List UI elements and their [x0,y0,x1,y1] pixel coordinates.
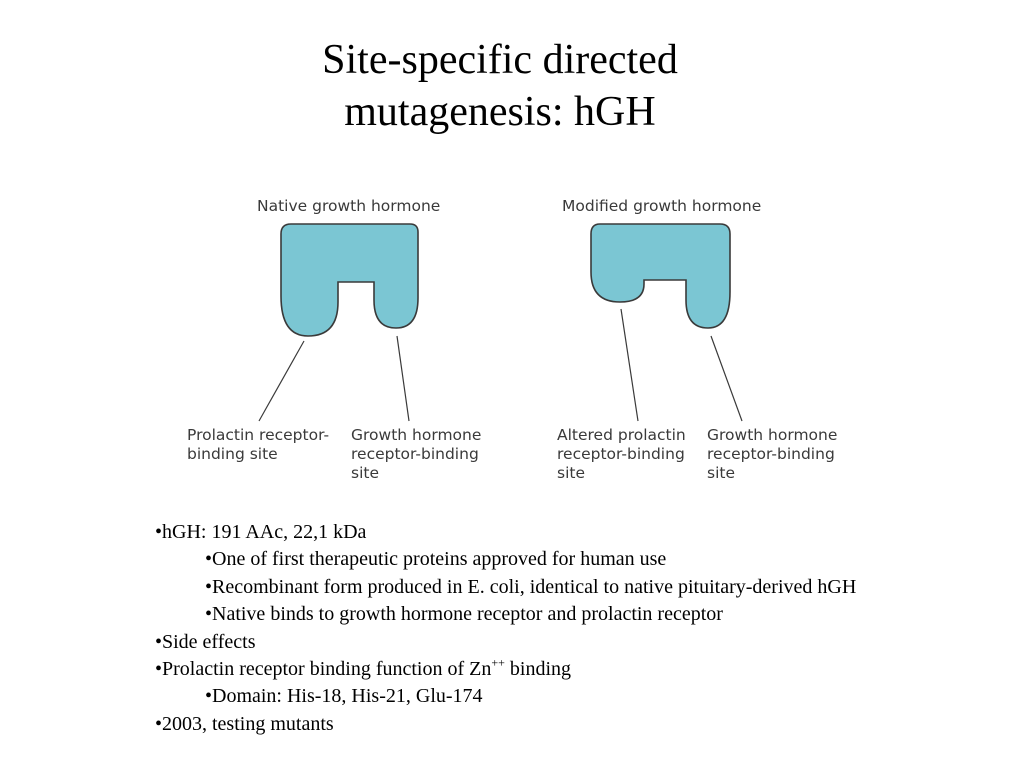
bullet-side-effects: •Side effects [155,630,256,653]
bullet-prolactin-zn-text: •Prolactin receptor binding function of … [155,658,492,681]
modified-prolactin-label: Altered prolactin receptor-binding site [557,426,691,482]
bullet-hgh: •hGH: 191 AAc, 22,1 kDa [155,521,367,543]
hgh-binding-diagram: Native growth hormone Prolactin receptor… [187,197,842,482]
modified-gh-pointer [710,335,743,422]
title-line-2: mutagenesis: hGH [344,89,656,135]
native-gh-label: Growth hormone receptor-binding site [351,426,486,482]
slide-title: Site-specific directed mutagenesis: hGH [0,34,1000,138]
native-prolactin-label: Prolactin receptor- binding site [187,426,334,463]
bullet-list: •hGH: 191 AAc, 22,1 kDa •One of first th… [155,519,1015,738]
bullet-recombinant: •Recombinant form produced in E. coli, i… [205,575,857,598]
native-prolactin-pointer [258,340,305,422]
bullet-prolactin-zn: •Prolactin receptor binding function of … [155,656,1015,683]
native-hormone-header: Native growth hormone [257,197,440,215]
bullet-domain: •Domain: His-18, His-21, Glu-174 [205,685,483,708]
native-gh-pointer [396,335,410,422]
bullet-prolactin-zn-tail: binding [504,658,572,681]
title-line-1: Site-specific directed [322,37,678,83]
native-hormone-shape [280,223,419,337]
bullet-first-therapeutic: •One of first therapeutic proteins appro… [205,548,667,571]
zn-charge-superscript: ++ [491,655,505,670]
modified-hormone-header: Modified growth hormone [562,197,761,215]
bullet-native-binds: •Native binds to growth hormone receptor… [205,603,723,626]
modified-hormone-shape [590,223,731,329]
modified-prolactin-pointer [620,308,639,422]
bullet-2003: •2003, testing mutants [155,712,334,735]
modified-gh-label: Growth hormone receptor-binding site [707,426,842,482]
